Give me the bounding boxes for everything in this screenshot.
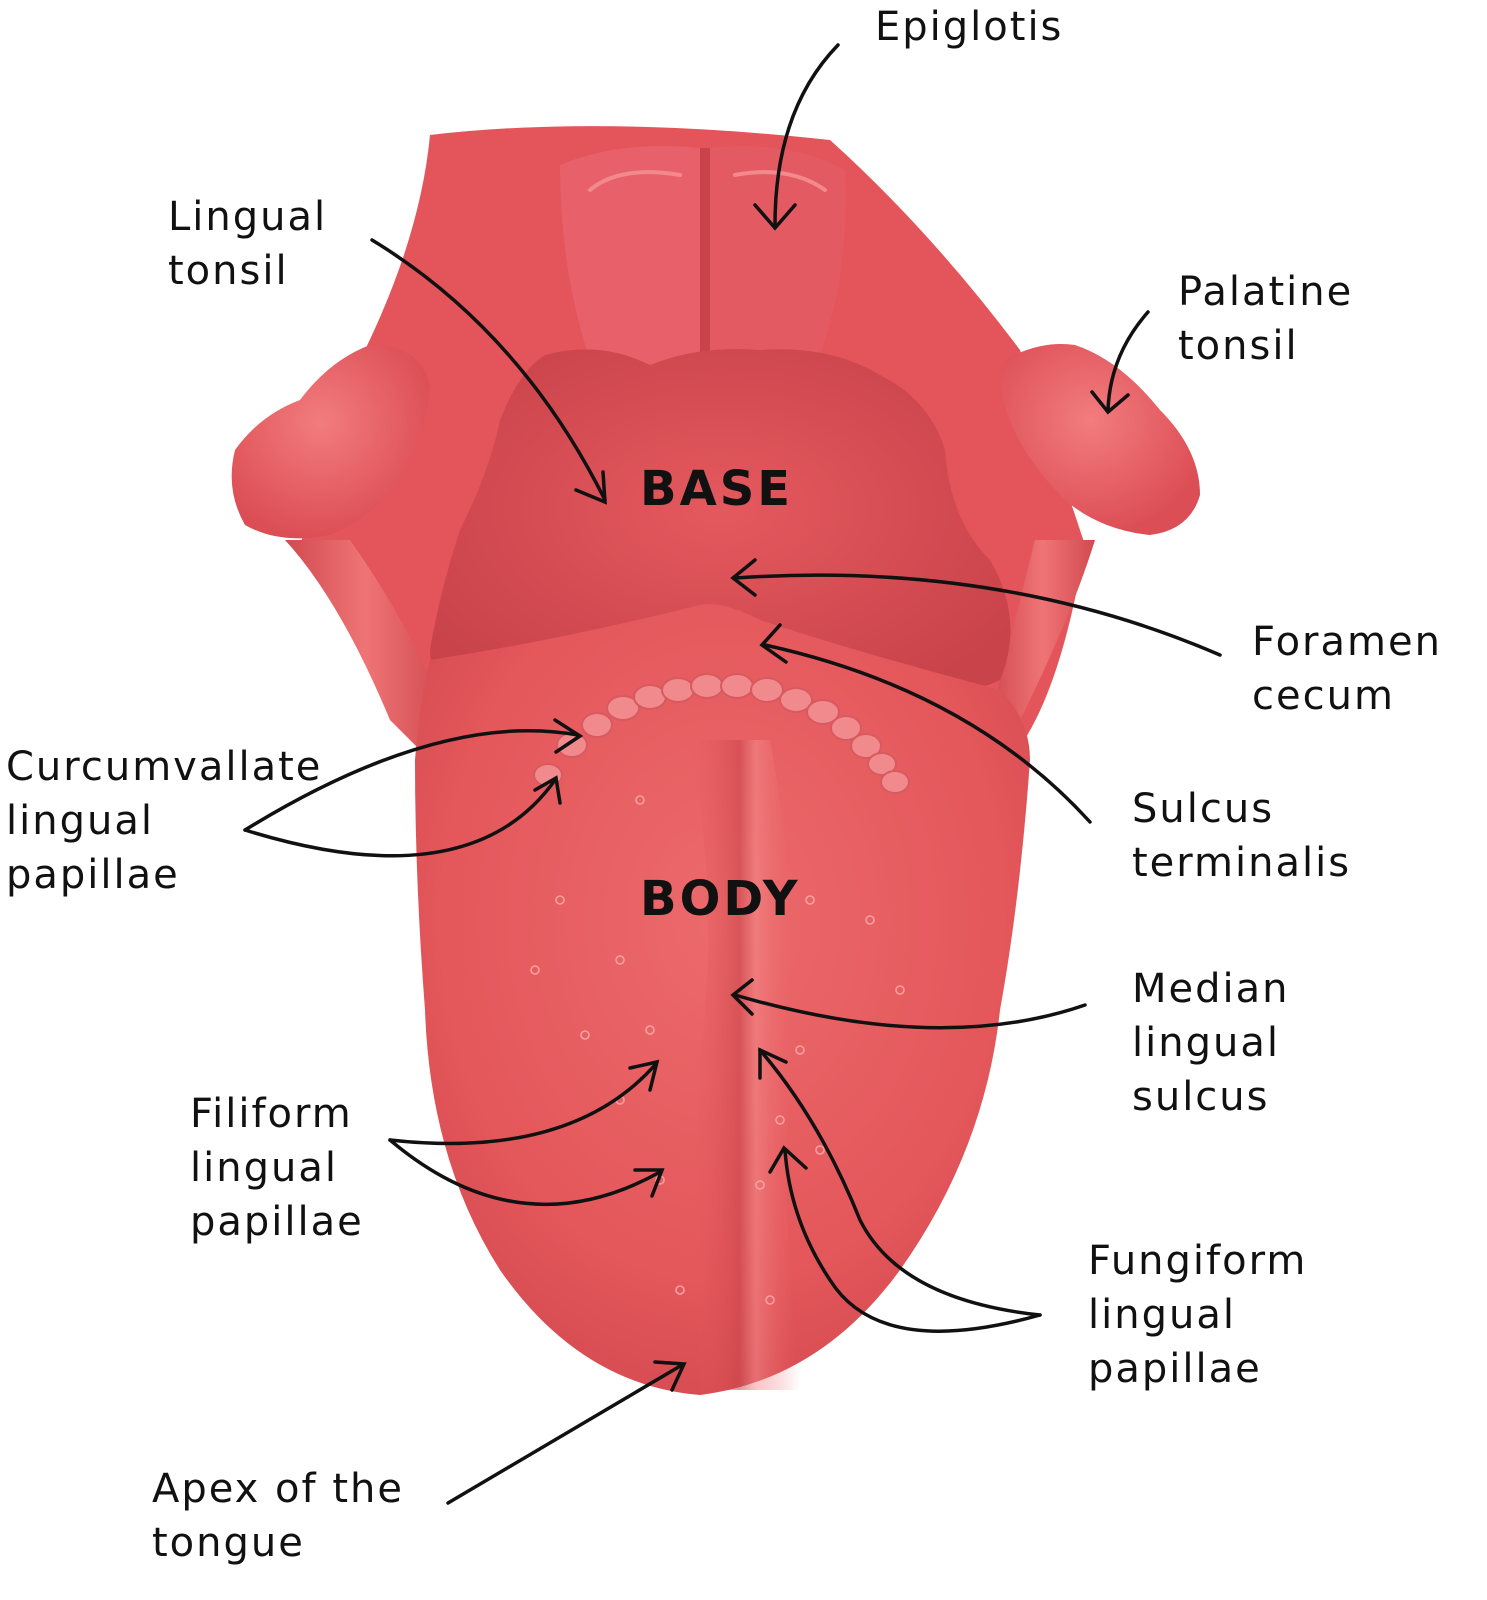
label-apex-of-tongue: Apex of the tongue xyxy=(152,1466,419,1566)
arrow-foramen-cecum xyxy=(733,573,1222,657)
arrow-epiglotis xyxy=(773,43,840,227)
label-median-lingual-sulcus: Median lingual sulcus xyxy=(1132,966,1304,1120)
arrowhead-fungiform-lower xyxy=(768,1145,808,1174)
label-sulcus-terminalis: Sulcus terminalis xyxy=(1132,786,1351,886)
region-base: BASE xyxy=(640,461,793,517)
arrow-lingual-tonsil xyxy=(370,238,607,502)
arrow-fungiform-lower xyxy=(783,1148,1042,1333)
left-palatine-tonsil xyxy=(231,345,430,539)
arrowhead-filiform-lower xyxy=(633,1168,665,1198)
arrow-apex xyxy=(446,1363,684,1505)
arrow-circumvallate-upper xyxy=(243,729,580,832)
arrowhead-epiglotis xyxy=(753,203,797,231)
right-palatine-tonsil xyxy=(1001,344,1200,535)
arrowhead-fungiform-upper xyxy=(758,1047,788,1080)
arrowhead-foramen-cecum xyxy=(730,558,757,597)
median-sulcus-shading xyxy=(690,740,800,1390)
callout-arrows xyxy=(243,43,1222,1505)
arrowhead-sulcus-terminalis xyxy=(759,623,788,664)
arrowhead-palatine-tonsil xyxy=(1090,390,1130,415)
arrowhead-apex xyxy=(653,1360,687,1392)
arrow-filiform-lower xyxy=(388,1138,662,1206)
lingual-tonsil-base xyxy=(430,349,1011,705)
label-circumvallate-papillae: Curcumvallate lingual papillae xyxy=(6,744,337,898)
arrowhead-circumvallate-upper xyxy=(553,718,584,754)
fungiform-dots xyxy=(530,795,905,1305)
arrowhead-median-sulcus xyxy=(730,978,754,1016)
label-lingual-tonsil: Lingual tonsil xyxy=(168,194,342,294)
label-foramen-cecum: Foramen cecum xyxy=(1252,619,1457,719)
arrow-circumvallate-lower xyxy=(243,778,557,858)
region-body: BODY xyxy=(640,871,801,927)
arrowhead-filiform-upper xyxy=(628,1059,660,1092)
arrow-fungiform-upper xyxy=(758,1048,1042,1317)
arrowhead-lingual-tonsil xyxy=(574,470,607,505)
label-filiform-papillae: Filiform lingual papillae xyxy=(190,1091,367,1245)
epiglottis xyxy=(560,146,846,392)
arrow-median-sulcus xyxy=(733,993,1087,1030)
label-epiglotis: Epiglotis xyxy=(875,4,1063,50)
label-palatine-tonsil: Palatine tonsil xyxy=(1178,269,1368,369)
arrowhead-circumvallate-lower xyxy=(533,775,562,805)
arrow-sulcus-terminalis xyxy=(763,643,1092,824)
label-fungiform-papillae: Fungiform lingual papillae xyxy=(1088,1238,1322,1392)
right-lateral-fold xyxy=(990,540,1095,760)
arrow-filiform-upper xyxy=(388,1063,657,1146)
tongue-illustration xyxy=(231,126,1200,1395)
left-lateral-fold xyxy=(285,540,445,760)
arrow-palatine-tonsil xyxy=(1106,310,1150,412)
